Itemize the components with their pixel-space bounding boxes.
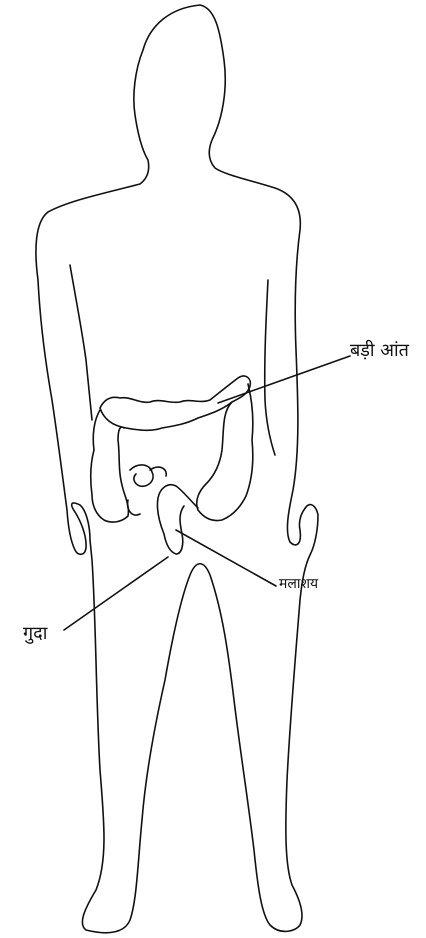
anus-label: गुदा	[23, 625, 47, 643]
rectum-leader-line	[176, 530, 276, 586]
anus-leader-line	[64, 557, 168, 630]
body-outline	[36, 5, 318, 933]
ascending-colon	[91, 410, 129, 522]
colon-leader-line	[218, 356, 350, 403]
sigmoid-colon	[157, 485, 198, 554]
right-arm-inner-edge	[265, 280, 275, 455]
descending-colon	[197, 384, 253, 521]
left-arm-inner-edge	[70, 265, 92, 420]
large-intestine-label: बड़ी आंत	[350, 342, 409, 360]
rectum-label: मलाशय	[279, 577, 318, 591]
transverse-colon	[100, 376, 250, 430]
